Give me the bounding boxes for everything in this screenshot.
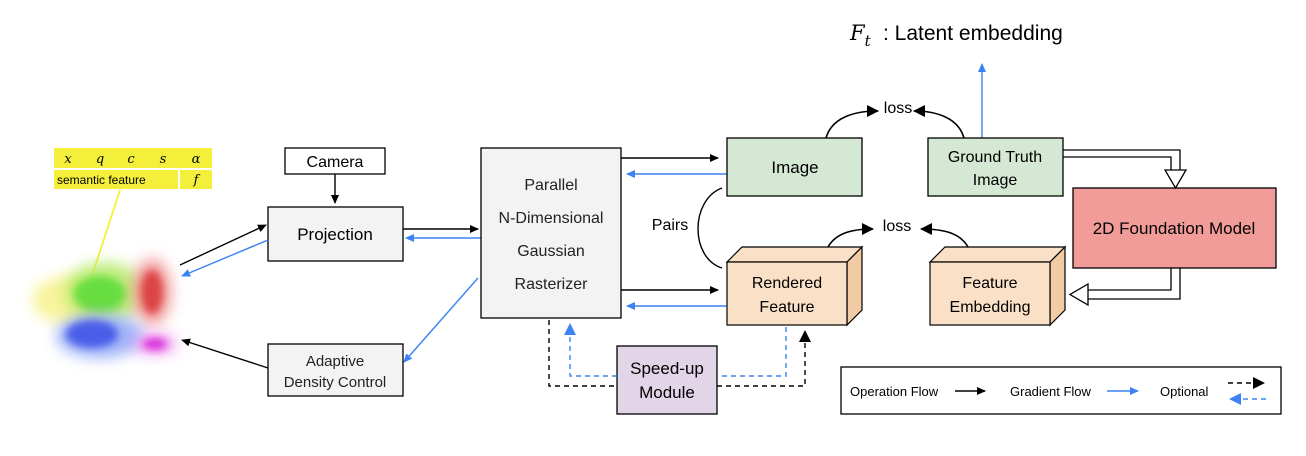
ground-truth-line-2: Image	[973, 172, 1018, 189]
latent-subscript: t	[865, 32, 872, 50]
gaussian-blobs	[32, 258, 177, 358]
foundation-to-embedding-arrow	[1068, 268, 1181, 307]
ground-truth-line-1: Ground Truth	[948, 149, 1042, 166]
projection-node	[267, 206, 404, 262]
rendered-feature-node	[725, 245, 864, 327]
camera-label: Camera	[307, 154, 364, 171]
pairs-bracket	[697, 187, 723, 269]
image-label: Image	[771, 158, 818, 177]
latent-text: : Latent embedding	[883, 22, 1063, 45]
speed-up-line-2: Module	[639, 383, 695, 402]
legend-optional-label: Optional	[1160, 384, 1209, 399]
foundation-model-label: 2D Foundation Model	[1093, 219, 1256, 238]
loss-bottom-label: loss	[883, 218, 911, 235]
loss-arc-top-left	[825, 105, 879, 139]
params-row	[54, 148, 212, 168]
legend: Operation Flow Gradient Flow Optional	[840, 366, 1282, 415]
loss-arc-top-right	[913, 105, 965, 139]
param-s: s	[160, 152, 167, 167]
rasterizer-line-1: Parallel	[524, 177, 577, 194]
adaptive-to-blobs-arrow	[181, 338, 269, 369]
speed-up-node	[616, 345, 718, 415]
legend-box	[840, 366, 1282, 415]
legend-gradient-label: Gradient Flow	[1010, 384, 1092, 399]
image-node	[726, 137, 863, 197]
pairs-label: Pairs	[652, 217, 688, 234]
latent-embedding-label: Ft : Latent embedding	[849, 21, 1063, 50]
feature-embedding-line-1: Feature	[962, 275, 1017, 292]
feature-embedding-node	[928, 245, 1067, 327]
rendered-feature-line-1: Rendered	[752, 275, 822, 292]
semantic-feature-label: semantic feature	[57, 173, 146, 187]
optional-speedup-to-rasterizer-gradient	[564, 323, 617, 377]
rasterizer-line-3: Gaussian	[517, 243, 585, 260]
blobs-to-projection-arrow	[179, 224, 267, 266]
rendered-feature-line-2: Feature	[759, 299, 814, 316]
loss-top-label: loss	[884, 100, 912, 117]
adaptive-line-2: Density Control	[284, 374, 387, 391]
adaptive-line-1: Adaptive	[306, 353, 364, 370]
semantic-feature-symbol: f	[193, 173, 201, 188]
param-alpha: α	[192, 152, 201, 167]
adaptive-density-node	[267, 343, 404, 397]
rasterizer-to-adaptive-gradient	[403, 277, 479, 363]
optional-speedup-to-feature	[717, 330, 811, 387]
feature-embedding-line-2: Embedding	[950, 299, 1031, 316]
optional-rasterizer-to-speedup	[548, 320, 617, 387]
projection-label: Projection	[297, 225, 373, 244]
ground-truth-node	[927, 137, 1064, 197]
param-c: c	[127, 152, 135, 167]
semantic-cell	[54, 170, 178, 189]
latent-symbol: F	[849, 21, 866, 45]
rasterizer-line-4: Rasterizer	[515, 276, 589, 293]
foundation-model-node	[1072, 187, 1277, 269]
speed-up-line-1: Speed-up	[630, 359, 704, 378]
svg-text:Ft: Ft	[849, 21, 872, 50]
param-q: q	[96, 152, 104, 167]
projection-to-blobs-gradient	[181, 239, 269, 277]
loss-arc-bottom-right	[920, 223, 969, 248]
param-x: x	[64, 152, 72, 167]
rasterizer-line-2: N-Dimensional	[499, 210, 604, 227]
loss-arc-bottom-left	[827, 223, 874, 248]
legend-operation-label: Operation Flow	[850, 384, 939, 399]
gt-to-foundation-arrow	[1063, 149, 1188, 190]
rasterizer-node	[480, 147, 622, 319]
optional-feature-to-speedup-gradient	[717, 327, 787, 377]
semantic-symbol-cell	[180, 170, 212, 189]
feature-table: x q c s α semantic feature f	[54, 148, 212, 283]
